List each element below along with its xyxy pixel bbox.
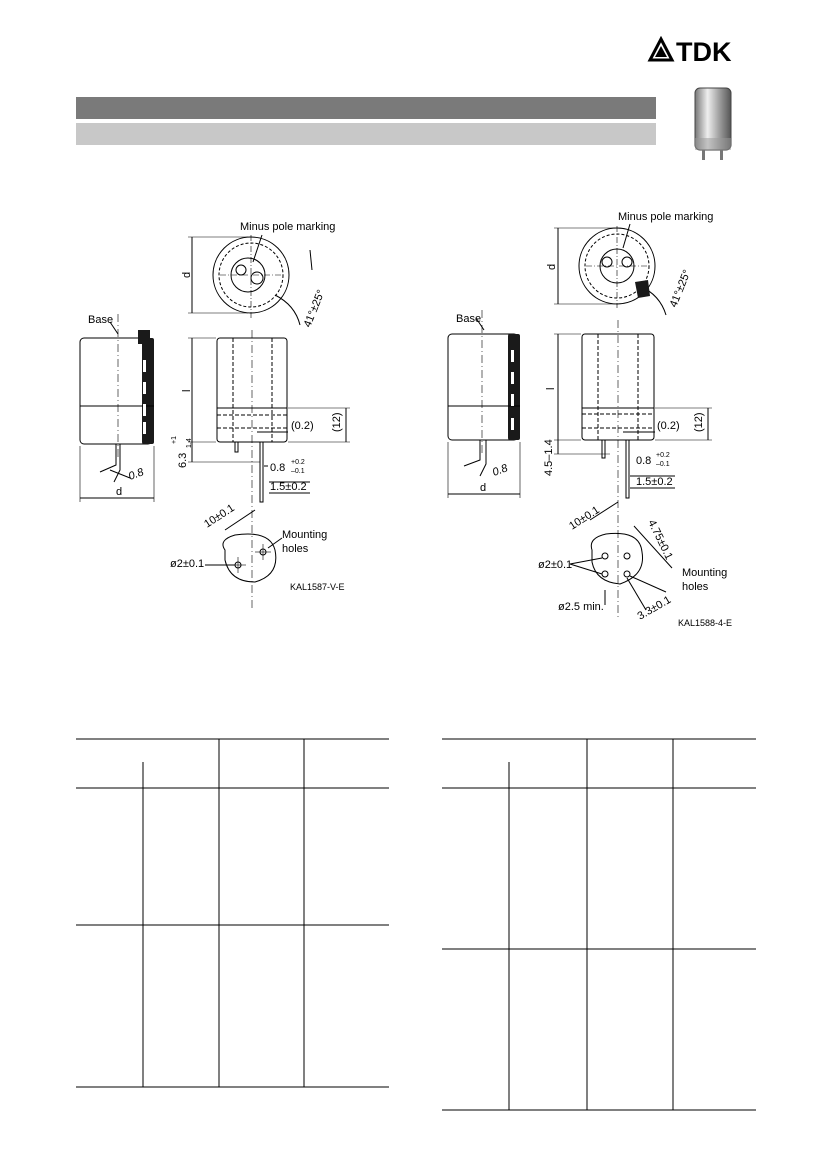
height-label: 6.3 (177, 453, 189, 468)
drawing-code-right: KAL1588-4-E (678, 618, 732, 628)
tdk-emblem-icon (647, 36, 675, 62)
mounting-label: Mounting (282, 529, 327, 541)
d-top-label: d (181, 272, 193, 278)
height-label-right: 4.5–1.4 (543, 439, 555, 476)
base-label: Base (88, 314, 113, 326)
capacitor-photo (694, 87, 732, 160)
l-label-right: l (545, 388, 557, 390)
dimension-drawing-left: Minus pole marking Base d l 41°±25° (0.2… (79, 221, 350, 610)
subtitle-bar (76, 123, 656, 145)
height-tol-minus: 1.4 (186, 438, 193, 448)
angle-label-right: 41°±25° (668, 268, 694, 309)
pin-tol-plus: +0.2 (291, 459, 305, 466)
pin-offset-label: 1.5±0.2 (270, 481, 307, 493)
mounting-holes-outline (222, 533, 277, 583)
lead-label-right: 0.8 (491, 462, 510, 479)
minus-pole-label-right: Minus pole marking (618, 211, 713, 223)
pitch-label-right: 10±0.1 (567, 504, 602, 532)
pin-width-label-right: 0.8 (636, 455, 651, 467)
hole-diameter-label-right: ø2±0.1 (538, 559, 572, 571)
minus-pole-label: Minus pole marking (240, 221, 335, 233)
gap-label-right: (0.2) (657, 420, 680, 432)
hole-min-label-right: ø2.5 min. (558, 601, 604, 613)
pin-tol-minus-right: –0.1 (656, 461, 670, 468)
title-bar (76, 97, 656, 119)
brand-name: TDK (676, 37, 732, 66)
d-bottom-label-right: d (480, 482, 486, 494)
lead-label: 0.8 (127, 466, 146, 483)
tdk-logo: TDK (647, 36, 732, 66)
hole-diameter-label: ø2±0.1 (170, 558, 204, 570)
pin-tol-plus-right: +0.2 (656, 452, 670, 459)
angle-label: 41°±25° (302, 288, 328, 329)
dimension-table-left (76, 738, 389, 1088)
d-bottom-label: d (116, 486, 122, 498)
pin-offset-label-right: 1.5±0.2 (636, 476, 673, 488)
twelve-label-right: (12) (693, 412, 705, 432)
holes-label: holes (282, 543, 309, 555)
gap-label: (0.2) (291, 420, 314, 432)
pitch3-label-right: 3.3±0.1 (636, 594, 674, 623)
l-label: l (181, 390, 193, 392)
mounting-label-right: Mounting (682, 567, 727, 579)
pin-tol-minus: –0.1 (291, 468, 305, 475)
twelve-label: (12) (331, 412, 343, 432)
height-tol-plus: +1 (171, 436, 178, 444)
drawing-code: KAL1587-V-E (290, 582, 345, 592)
pitch-label: 10±0.1 (202, 502, 237, 530)
pin-width-label: 0.8 (270, 462, 285, 474)
dimension-drawing-right: Minus pole marking Base d l 41°±25° (0.2… (447, 211, 732, 628)
base-label-right: Base (456, 313, 481, 325)
holes-label-right: holes (682, 581, 709, 593)
dimension-table-right (442, 738, 756, 1111)
d-top-label-right: d (546, 264, 558, 270)
